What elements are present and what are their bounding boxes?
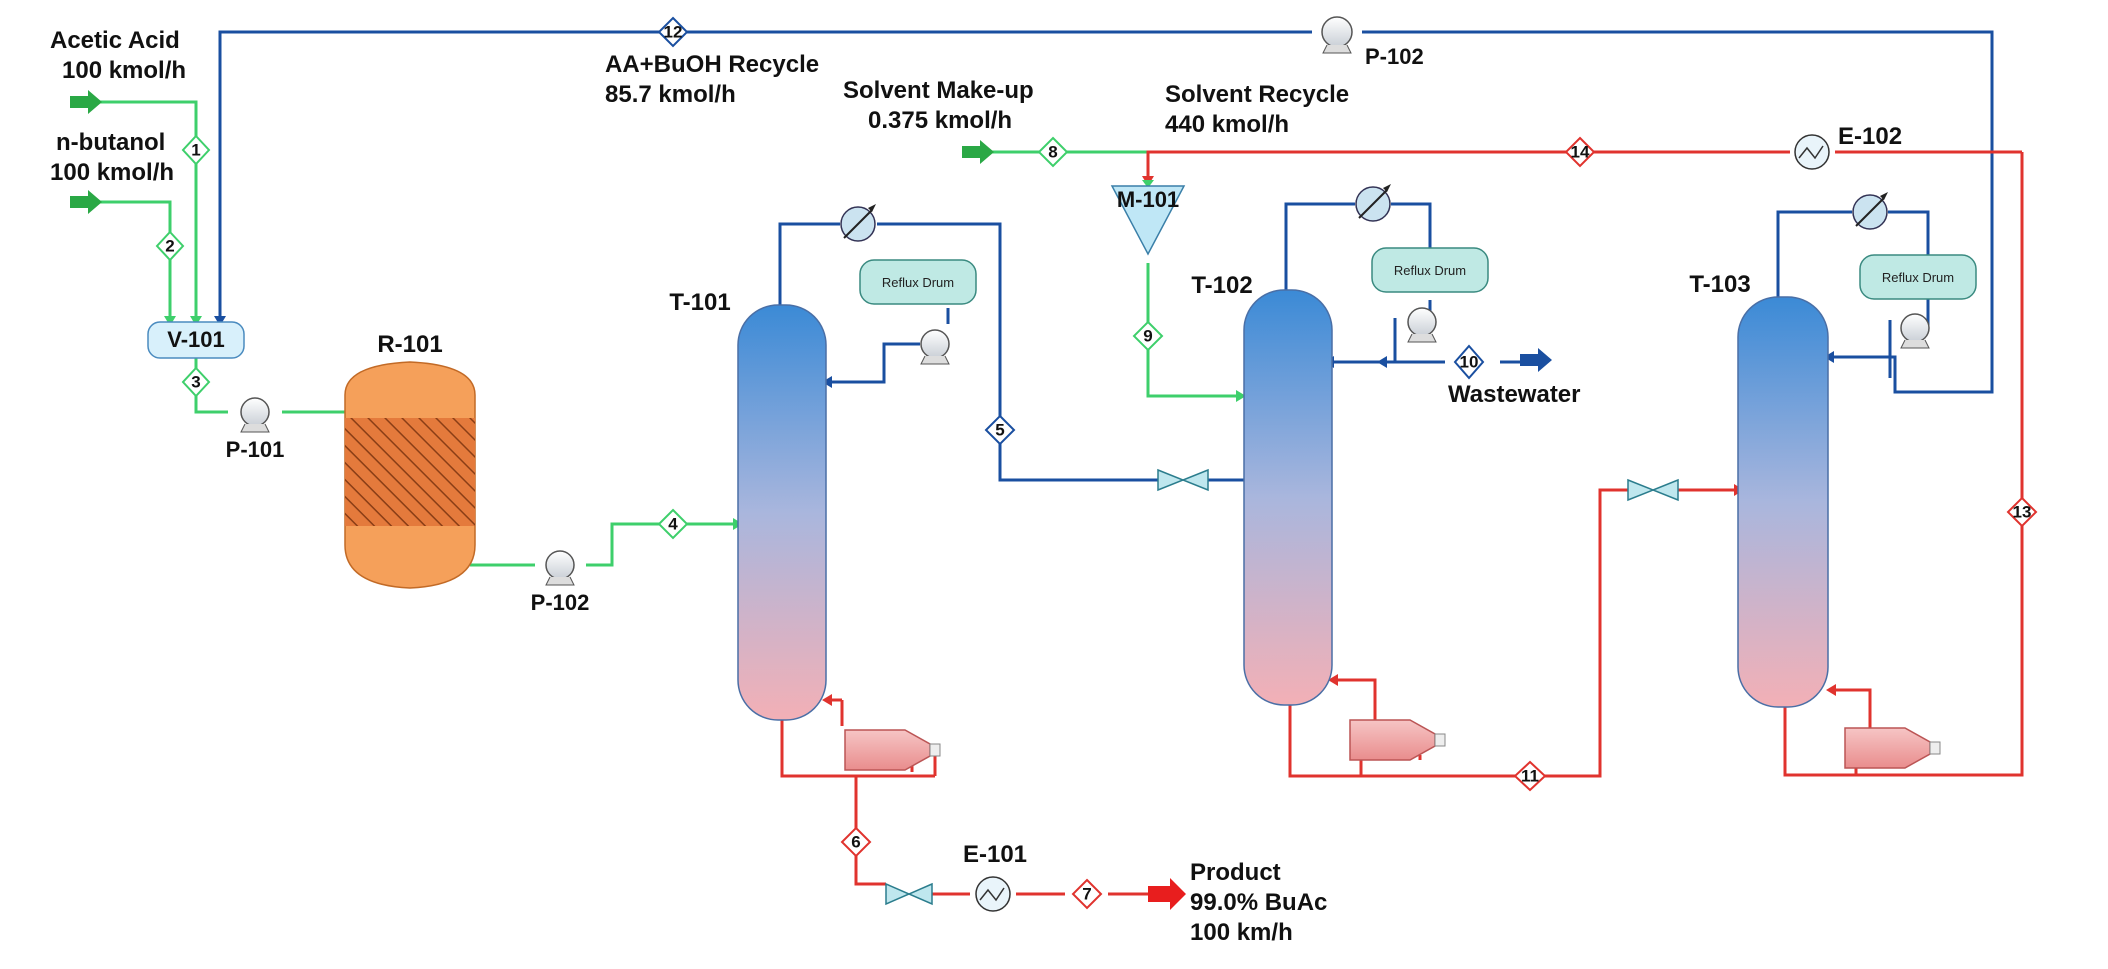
- recycle-label: AA+BuOH Recycle: [605, 51, 819, 78]
- wastewater-label: Wastewater: [1448, 381, 1581, 408]
- t101-reflux-pump: [920, 329, 950, 365]
- product-flow-label: 100 km/h: [1190, 919, 1293, 946]
- recycle-flow-label: 85.7 kmol/h: [605, 81, 736, 108]
- t103-condenser: [1852, 192, 1888, 230]
- solvent-recycle-label: Solvent Recycle: [1165, 81, 1349, 108]
- stream-tag-14: 14: [1564, 136, 1596, 168]
- t102-label: T-102: [1191, 272, 1252, 299]
- acetic-acid-arrow: [70, 90, 102, 114]
- svg-text:6: 6: [851, 833, 860, 852]
- exchanger-e101: E-101: [963, 841, 1027, 912]
- r101-label: R-101: [377, 331, 442, 358]
- svg-text:14: 14: [1571, 143, 1590, 162]
- t102-condenser: [1355, 184, 1391, 222]
- feed-lines: [96, 100, 1240, 567]
- svg-text:1: 1: [191, 141, 200, 160]
- stream-tag-8: 8: [1037, 136, 1069, 168]
- t103-label: T-103: [1689, 271, 1750, 298]
- stream-tag-12: 12: [657, 16, 689, 48]
- valve-2: [1157, 468, 1209, 492]
- svg-text:8: 8: [1048, 143, 1057, 162]
- butanol-label: n-butanol: [56, 129, 165, 156]
- stream-tag-11: 11: [1513, 760, 1547, 792]
- svg-text:9: 9: [1143, 327, 1152, 346]
- valve-1: [885, 882, 933, 906]
- svg-text:3: 3: [191, 373, 200, 392]
- t103-reflux-drum: Reflux Drum: [1859, 254, 1977, 300]
- bottoms-lines: [780, 150, 2024, 896]
- product-label: Product: [1190, 859, 1281, 886]
- valve-3: [1627, 478, 1679, 502]
- solvent-recycle-flow-label: 440 kmol/h: [1165, 111, 1289, 138]
- svg-text:5: 5: [995, 421, 1004, 440]
- reactor-r101: R-101: [344, 331, 476, 589]
- stream-tag-7: 7: [1071, 878, 1103, 910]
- t101-label: T-101: [669, 289, 730, 316]
- svg-text:2: 2: [165, 237, 174, 256]
- stream-tag-6: 6: [840, 826, 872, 858]
- t101-reflux-drum-label: Reflux Drum: [882, 275, 954, 290]
- p102-label-b: P-102: [1365, 44, 1424, 69]
- t101-reflux-drum: Reflux Drum: [859, 259, 977, 305]
- stream-tag-5: 5: [984, 414, 1016, 446]
- stream-tags: 1 2 3 4 5 6 7 8 9 10 11 12 13 14: [155, 16, 2038, 910]
- product-arrow: [1148, 878, 1186, 910]
- makeup-arrow: [962, 140, 994, 164]
- product-purity-label: 99.0% BuAc: [1190, 889, 1327, 916]
- m101-label: M-101: [1117, 187, 1179, 212]
- overhead-lines: [218, 30, 1994, 482]
- solvent-makeup-label: Solvent Make-up: [843, 77, 1034, 104]
- mixer-m101: M-101: [1110, 185, 1186, 256]
- pump-p102-a: P-102: [531, 550, 590, 615]
- stream-tag-3: 3: [181, 366, 211, 398]
- t103-reboiler: [1844, 727, 1941, 769]
- exchanger-e102: E-102: [1794, 123, 1902, 170]
- stream-tag-9: 9: [1132, 320, 1164, 352]
- stream-labels: Acetic Acid 100 kmol/h n-butanol 100 kmo…: [50, 27, 1581, 946]
- t101-reboiler: [844, 729, 941, 771]
- svg-text:11: 11: [1521, 767, 1539, 786]
- svg-text:4: 4: [668, 515, 678, 534]
- svg-text:7: 7: [1082, 885, 1091, 904]
- t102-reflux-pump: [1407, 307, 1437, 343]
- column-t103: T-103: [1689, 271, 1829, 708]
- e102-label: E-102: [1838, 123, 1902, 150]
- stream-tag-1: 1: [181, 134, 211, 166]
- vessel-v101: V-101: [147, 321, 245, 359]
- feed-arrows: [70, 90, 1552, 910]
- column-t102: T-102: [1191, 272, 1333, 706]
- solvent-makeup-flow-label: 0.375 kmol/h: [868, 107, 1012, 134]
- t102-reflux-drum-label: Reflux Drum: [1394, 263, 1466, 278]
- e101-label: E-101: [963, 841, 1027, 868]
- t102-reboiler: [1349, 719, 1446, 761]
- t101-condenser: [840, 204, 876, 242]
- svg-text:12: 12: [664, 23, 683, 42]
- v101-label: V-101: [167, 327, 225, 352]
- svg-text:13: 13: [2013, 503, 2032, 522]
- stream-tag-4: 4: [657, 508, 689, 540]
- t103-reflux-drum-label: Reflux Drum: [1882, 270, 1954, 285]
- pump-p101: P-101: [226, 397, 285, 462]
- p101-label: P-101: [226, 437, 285, 462]
- acetic-acid-label: Acetic Acid: [50, 27, 180, 54]
- stream-tag-2: 2: [155, 230, 185, 262]
- p102-label-a: P-102: [531, 590, 590, 615]
- butanol-flow-label: 100 kmol/h: [50, 159, 174, 186]
- wastewater-arrow: [1520, 348, 1552, 372]
- stream-tag-13: 13: [2006, 496, 2038, 528]
- t102-reflux-drum: Reflux Drum: [1371, 247, 1489, 293]
- svg-text:10: 10: [1460, 353, 1479, 372]
- butanol-arrow: [70, 190, 102, 214]
- t103-reflux-pump: [1900, 313, 1930, 349]
- pump-p102-b: P-102: [1321, 16, 1424, 69]
- stream-tag-10: 10: [1453, 344, 1485, 380]
- acetic-acid-flow-label: 100 kmol/h: [62, 57, 186, 84]
- column-t101: T-101: [669, 289, 827, 721]
